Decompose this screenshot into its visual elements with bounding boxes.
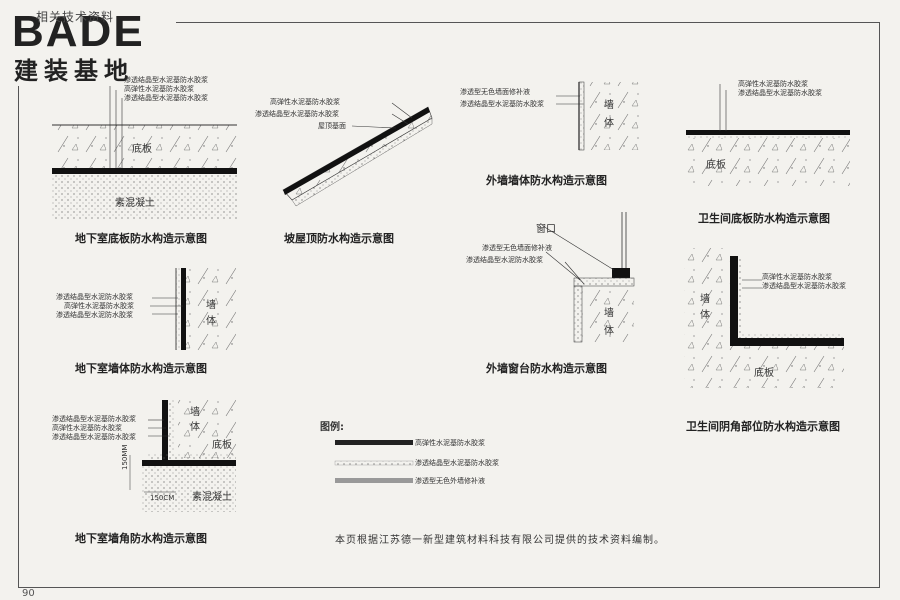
label-floor-slab: 底板 <box>132 144 152 155</box>
caption-bathroom-floor: 卫生间底板防水构造示意图 <box>698 212 830 225</box>
label-wall: 墙 <box>190 407 200 418</box>
label-crystal: 渗透结晶型水泥基防水胶浆 <box>52 433 136 441</box>
diagram-exterior-windowsill <box>542 212 635 343</box>
legend-swatch-repair <box>335 478 413 483</box>
diagram-basement-wall <box>150 268 236 350</box>
label-crystal: 渗透结晶型水泥基防水胶浆 <box>52 415 136 423</box>
legend-swatch-crystal <box>334 460 414 466</box>
caption-pitched-roof: 坡屋顶防水构造示意图 <box>284 232 394 245</box>
caption-basement-corner: 地下室墙角防水构造示意图 <box>75 532 207 545</box>
label-plain-concrete: 素混凝土 <box>115 198 155 209</box>
diagram-exterior-wall <box>556 81 640 151</box>
legend-label-repair: 渗透型无色外墙修补液 <box>415 477 485 485</box>
legend-label-crystal: 渗透结晶型水泥基防水胶浆 <box>415 459 499 467</box>
label-body: 体 <box>604 118 614 129</box>
caption-exterior-windowsill: 外墙窗台防水构造示意图 <box>486 362 607 375</box>
legend-label-elastic: 高弹性水泥基防水胶浆 <box>415 439 485 447</box>
legend-title: 图例: <box>320 422 344 433</box>
label-plain-concrete: 素混凝土 <box>192 492 232 503</box>
caption-exterior-wall: 外墙墙体防水构造示意图 <box>486 174 607 187</box>
label-floor-slab: 底板 <box>754 368 774 379</box>
diagram-basement-corner <box>129 400 236 512</box>
label-window: 窗口 <box>536 224 556 235</box>
label-wall: 墙 <box>604 308 614 319</box>
label-elastic: 高弹性水泥基防水胶浆 <box>762 273 832 281</box>
label-repair-wall: 渗透型无色墙面修补液 <box>482 244 552 252</box>
label-crystal-short: 渗透结晶型水泥防水胶浆 <box>56 293 133 301</box>
label-elastic: 高弹性水泥基防水胶浆 <box>270 98 340 106</box>
label-crystal: 渗透结晶型水泥基防水胶浆 <box>762 282 846 290</box>
label-elastic: 高弹性水泥基防水胶浆 <box>52 424 122 432</box>
label-repair-wall: 渗透型无色墙面修补液 <box>460 88 530 96</box>
brand-logo-main: BADE <box>12 7 145 56</box>
label-crystal: 渗透结晶型水泥基防水胶浆 <box>124 94 208 102</box>
diagram-basement-floor <box>52 82 237 220</box>
label-crystal-short: 渗透结晶型水泥防水胶浆 <box>466 256 543 264</box>
sheet-border <box>18 22 880 588</box>
diagram-bathroom-corner <box>684 248 844 388</box>
label-floor-slab: 底板 <box>212 440 232 451</box>
label-dim-height: 150MM <box>121 444 129 470</box>
legend-swatches <box>334 440 414 483</box>
label-floor-slab: 底板 <box>706 160 726 171</box>
label-elastic: 高弹性水泥基防水胶浆 <box>124 85 194 93</box>
label-body: 体 <box>604 326 614 337</box>
label-body: 体 <box>206 316 216 327</box>
label-crystal: 渗透结晶型水泥基防水胶浆 <box>460 100 544 108</box>
label-elastic: 高弹性水泥基防水胶浆 <box>64 302 134 310</box>
caption-bathroom-corner: 卫生间阴角部位防水构造示意图 <box>686 420 840 433</box>
legend-swatch-elastic <box>335 440 413 445</box>
brand-logo: BADE 建装基地 相关技术资料 <box>6 4 176 86</box>
diagram-pitched-roof <box>282 102 433 207</box>
page-number: 90 <box>22 588 35 599</box>
caption-basement-wall: 地下室墙体防水构造示意图 <box>75 362 207 375</box>
label-wall: 墙 <box>206 300 216 311</box>
caption-basement-floor: 地下室底板防水构造示意图 <box>75 232 207 245</box>
label-wall: 墙 <box>700 294 710 305</box>
label-crystal-short: 渗透结晶型水泥防水胶浆 <box>56 311 133 319</box>
label-body: 体 <box>190 422 200 433</box>
label-crystal: 渗透结晶型水泥基防水胶浆 <box>738 89 822 97</box>
footnote: 本页根据江苏德一新型建筑材料科技有限公司提供的技术资料编制。 <box>335 535 665 546</box>
label-body: 体 <box>700 310 710 321</box>
label-wall: 墙 <box>604 100 614 111</box>
label-elastic: 高弹性水泥基防水胶浆 <box>738 80 808 88</box>
label-crystal: 渗透结晶型水泥基防水胶浆 <box>124 76 208 84</box>
diagram-bathroom-floor <box>686 84 850 186</box>
label-roof-base: 屋顶基面 <box>318 122 346 130</box>
brand-logo-sub: 建装基地 <box>14 57 134 85</box>
label-crystal: 渗透结晶型水泥基防水胶浆 <box>255 110 339 118</box>
label-dim-width: 150CM <box>150 494 175 502</box>
brand-logo-header: 相关技术资料 <box>36 10 115 24</box>
